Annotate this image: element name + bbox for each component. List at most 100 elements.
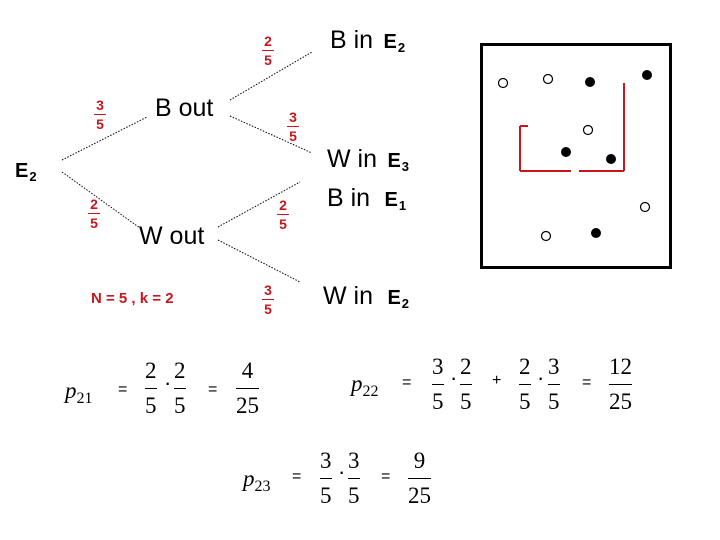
prob-b-out-bar	[94, 114, 106, 115]
prob-b-in-e1-num: 2	[279, 198, 287, 212]
leaf-b-in-e1-e-main: E	[385, 189, 399, 211]
eq-p23-symbol: p23	[243, 466, 271, 496]
leaf-w-in-e3-e-main: E	[387, 150, 401, 172]
leaf-w-in-e2-text: W in	[323, 282, 373, 310]
eq-p23-a-num: 3	[320, 449, 332, 472]
root-node-e: E	[15, 160, 29, 182]
eq-p22-equals-2: =	[582, 374, 591, 392]
eq-p21-dot: ·	[164, 370, 171, 396]
ball-black	[561, 147, 571, 157]
eq-p23-b-num: 3	[348, 449, 360, 472]
eq-p21-p: p	[65, 378, 77, 403]
prob-w-in-e2-den: 5	[264, 302, 272, 316]
leaf-b-in-e1-text: B in	[327, 184, 370, 212]
prob-w-out-bar	[88, 213, 100, 214]
ball-white	[542, 232, 551, 241]
leaf-b-in-e2: B in E2	[330, 26, 406, 55]
ball-black	[606, 154, 616, 164]
prob-w-out: 2 5	[88, 197, 100, 230]
ball-white	[499, 79, 508, 88]
ball-black	[591, 228, 601, 238]
prob-b-in-e2-den: 5	[264, 53, 272, 67]
leaf-w-in-e2: W in E2	[323, 282, 410, 311]
eq-p22-a-num: 3	[432, 355, 444, 378]
prob-b-in-e2: 2 5	[262, 34, 274, 67]
branch-line-b-out-to-w-in	[230, 116, 312, 153]
prob-b-in-e2-bar	[262, 50, 274, 51]
eq-p22-b-num: 2	[460, 355, 472, 378]
eq-p22-plus: +	[492, 372, 501, 390]
eq-p21-r-den: 25	[236, 394, 259, 417]
eq-p21-sub: 21	[77, 390, 93, 407]
eq-p23-a-den: 5	[320, 484, 332, 507]
branch-line-w-out-to-w-in	[218, 240, 300, 282]
eq-p23-b-den: 5	[348, 484, 360, 507]
leaf-w-in-e3-e-sub: 3	[402, 159, 410, 174]
eq-p21-b-num: 2	[174, 359, 186, 382]
root-node-e2: E2	[15, 160, 38, 184]
prob-b-out-num: 3	[96, 98, 104, 112]
eq-p22-c-bar	[519, 384, 531, 385]
eq-p22-c-den: 5	[519, 390, 531, 413]
urn-box	[482, 45, 671, 268]
eq-p22-b-den: 5	[460, 390, 472, 413]
leaf-b-in-e1-e: E1	[385, 189, 408, 211]
ball-black	[642, 70, 652, 80]
eq-p23-r-bar	[408, 478, 431, 479]
eq-p22-frac-c: 25	[519, 355, 531, 413]
leaf-w-in-e2-e: E2	[387, 287, 410, 309]
prob-b-in-e2-num: 2	[264, 34, 272, 48]
eq-p22-d-bar	[548, 384, 560, 385]
node-w-out: W out	[139, 222, 204, 251]
eq-p23-r-den: 25	[408, 484, 431, 507]
prob-w-in-e2-bar	[262, 299, 274, 300]
prob-b-in-e1-den: 5	[279, 217, 287, 231]
prob-w-out-num: 2	[90, 197, 98, 211]
eq-p21-b-den: 5	[174, 394, 186, 417]
eq-p22-dot: ·	[450, 365, 457, 391]
ball-white	[641, 203, 650, 212]
eq-p23-sub: 23	[255, 478, 271, 495]
eq-p22-frac-b: 25	[460, 355, 472, 413]
ball-white	[584, 126, 593, 135]
eq-p21-a-bar	[145, 388, 157, 389]
eq-p23-p: p	[243, 466, 255, 491]
eq-p21-r-num: 4	[242, 359, 254, 382]
prob-b-out-den: 5	[96, 117, 104, 131]
prob-b-out: 3 5	[94, 98, 106, 131]
leaf-b-in-e1: B in E1	[327, 184, 407, 213]
prob-w-in-e2-num: 3	[264, 283, 272, 297]
leaf-w-in-e3: W in E3	[327, 145, 410, 174]
prob-b-in-e1: 2 5	[277, 198, 289, 231]
prob-w-in-e3-bar	[287, 126, 299, 127]
leaf-b-in-e2-e-main: E	[384, 31, 398, 53]
eq-p21-a-num: 2	[145, 359, 157, 382]
eq-p22-sub: 22	[363, 383, 379, 400]
eq-p23-a-bar	[320, 478, 332, 479]
eq-p21-equals: =	[118, 381, 127, 399]
eq-p21-symbol: p21	[65, 378, 93, 408]
prob-b-in-e1-bar	[277, 214, 289, 215]
eq-p22-a-den: 5	[432, 390, 444, 413]
eq-p22-equals: =	[402, 374, 411, 392]
eq-p21-r-bar	[236, 388, 259, 389]
eq-p23-b-bar	[348, 478, 360, 479]
prob-w-in-e3: 3 5	[287, 110, 299, 143]
ball-white	[544, 75, 553, 84]
leaf-b-in-e2-e: E2	[384, 31, 407, 53]
root-node-sub: 2	[29, 169, 37, 184]
eq-p22-c-num: 2	[519, 355, 531, 378]
eq-p22-a-bar	[432, 384, 444, 385]
eq-p22-b-bar	[460, 384, 472, 385]
prob-w-in-e3-num: 3	[289, 110, 297, 124]
leaf-b-in-e2-e-sub: 2	[398, 40, 406, 55]
leaf-b-in-e1-e-sub: 1	[399, 198, 407, 213]
eq-p23-equals: =	[292, 468, 301, 486]
